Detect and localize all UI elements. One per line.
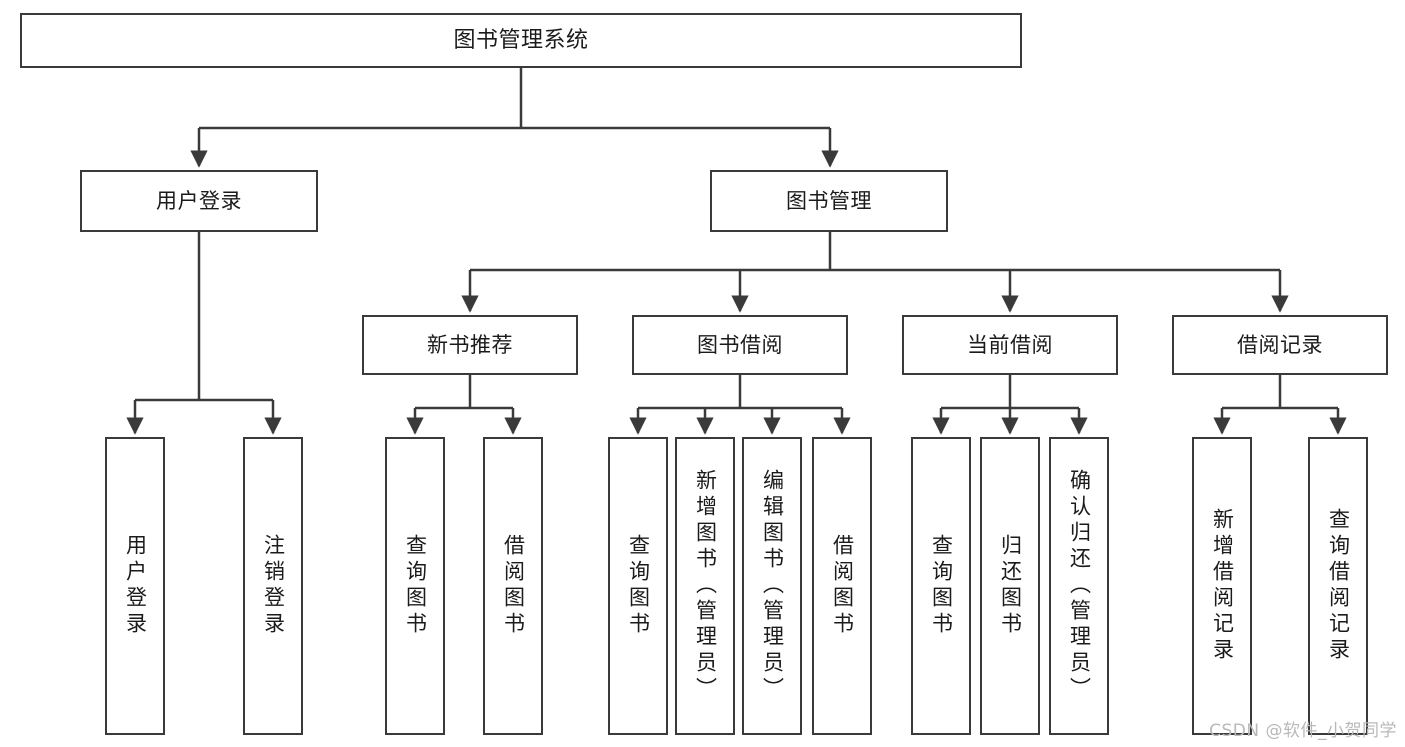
node-book-borrow[interactable]: 图书借阅 (632, 315, 848, 375)
node-leaf-borrow-book[interactable]: 借阅图书 (812, 437, 872, 735)
node-label: 用户登录 (156, 188, 242, 213)
node-label: 归还图书 (998, 534, 1023, 638)
node-current-borrow[interactable]: 当前借阅 (902, 315, 1118, 375)
node-label: 新书推荐 (427, 332, 513, 357)
node-leaf-query-book-recommend[interactable]: 查询图书 (385, 437, 445, 735)
node-leaf-edit-book-admin[interactable]: 编辑图书（管理员） (742, 437, 802, 735)
node-label: 新增图书（管理员） (693, 469, 718, 703)
node-leaf-return-book[interactable]: 归还图书 (980, 437, 1040, 735)
node-root-system[interactable]: 图书管理系统 (20, 13, 1022, 68)
node-label: 查询借阅记录 (1326, 508, 1351, 664)
node-leaf-borrow-book-recommend[interactable]: 借阅图书 (483, 437, 543, 735)
csdn-watermark: CSDN @软件_小贺同学 (1209, 721, 1397, 741)
node-book-management[interactable]: 图书管理 (710, 170, 948, 232)
node-borrow-record[interactable]: 借阅记录 (1172, 315, 1388, 375)
node-label: 查询图书 (403, 534, 428, 638)
node-label: 查询图书 (929, 534, 954, 638)
node-user-login[interactable]: 用户登录 (80, 170, 318, 232)
node-label: 编辑图书（管理员） (760, 469, 785, 703)
node-leaf-user-login[interactable]: 用户登录 (105, 437, 165, 735)
node-label: 注销登录 (261, 534, 286, 638)
node-leaf-add-book-admin[interactable]: 新增图书（管理员） (675, 437, 735, 735)
node-leaf-logout[interactable]: 注销登录 (243, 437, 303, 735)
node-label: 图书借阅 (697, 332, 783, 357)
node-label: 借阅图书 (830, 534, 855, 638)
node-label: 用户登录 (123, 534, 148, 638)
node-leaf-confirm-return-admin[interactable]: 确认归还（管理员） (1049, 437, 1109, 735)
node-label: 图书管理系统 (453, 27, 589, 53)
node-leaf-query-book[interactable]: 查询图书 (608, 437, 668, 735)
node-label: 查询图书 (626, 534, 651, 638)
node-leaf-query-book-current[interactable]: 查询图书 (911, 437, 971, 735)
node-leaf-add-borrow-record[interactable]: 新增借阅记录 (1192, 437, 1252, 735)
node-label: 确认归还（管理员） (1067, 469, 1092, 703)
node-leaf-query-borrow-record[interactable]: 查询借阅记录 (1308, 437, 1368, 735)
node-new-book-recommend[interactable]: 新书推荐 (362, 315, 578, 375)
node-label: 借阅图书 (501, 534, 526, 638)
node-label: 图书管理 (786, 188, 872, 213)
node-label: 借阅记录 (1237, 332, 1323, 357)
node-label: 当前借阅 (967, 332, 1053, 357)
node-label: 新增借阅记录 (1210, 508, 1235, 664)
